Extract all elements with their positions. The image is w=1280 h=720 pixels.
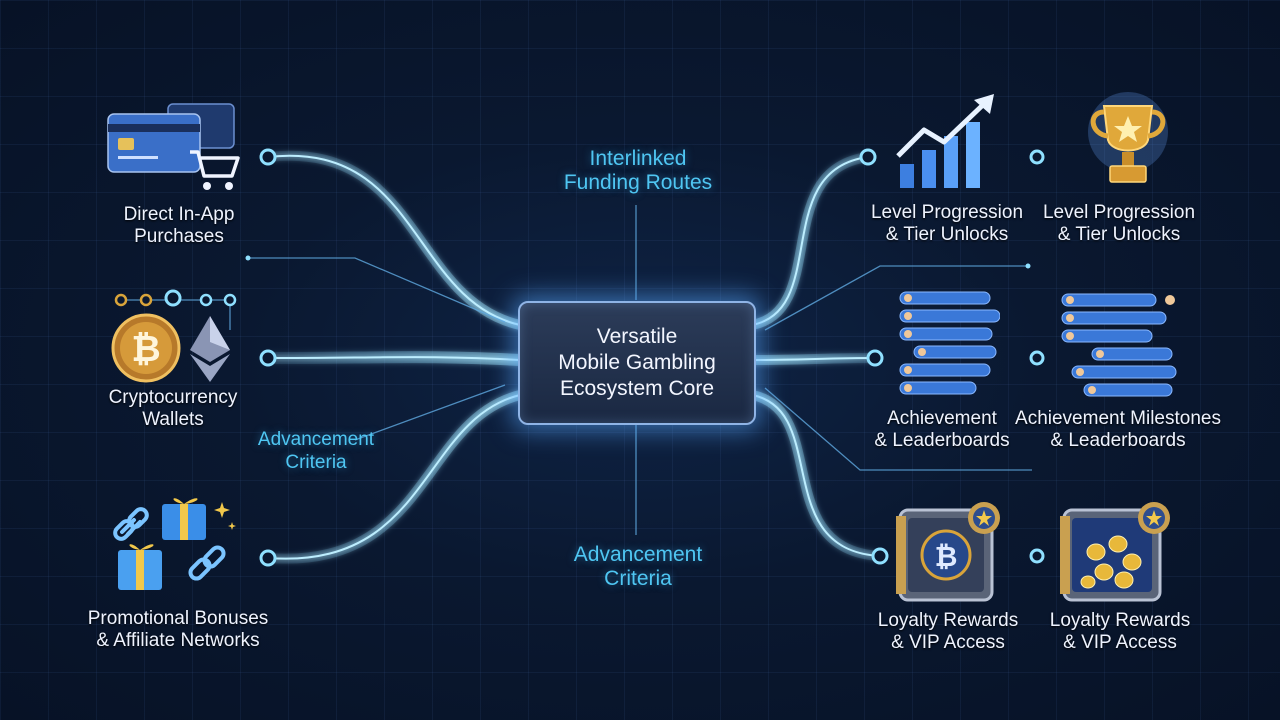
mid-caption: Advancement Criteria: [226, 428, 406, 474]
thin-line-left-lower: [354, 384, 506, 441]
node-dot-right-top-a: [859, 148, 877, 166]
left-node-label-2: Cryptocurrency Wallets: [78, 387, 268, 431]
right-node-1-line-1: Level Progression: [870, 202, 1024, 223]
right-node-6-line-1: Loyalty Rewards: [1049, 610, 1191, 631]
flow-line-left-bottom-core: [267, 394, 521, 560]
left-node-label-1: Direct In-App Purchases: [84, 204, 274, 248]
left-node-2-line-2: Wallets: [142, 409, 204, 430]
flow-line-left-middle-core: [267, 356, 521, 361]
leaderboard-list-icon-2: [1061, 293, 1177, 397]
right-node-3-line-1: Achievement: [887, 408, 997, 429]
crypto-dot-1: [114, 293, 128, 307]
core-line-1: Versatile: [596, 325, 678, 348]
junction-dot-upper: [1025, 263, 1031, 269]
right-node-label-3: Achievement & Leaderboards: [852, 408, 1032, 452]
flow-line-left-top-core: [267, 154, 521, 326]
right-node-1-line-2: & Tier Unlocks: [885, 224, 1009, 245]
flow-line-right-bottom-core: [751, 394, 881, 557]
node-dot-right-bottom-a: [871, 547, 889, 565]
right-node-label-6: Loyalty Rewards & VIP Access: [1028, 610, 1212, 654]
junction-dot-lower: [245, 255, 251, 261]
top-caption-line-1: Interlinked: [589, 147, 687, 170]
bottom-caption: Advancement Criteria: [540, 543, 736, 591]
gift-chain-icon: [113, 498, 236, 590]
vault-coins-icon: [1060, 502, 1170, 602]
left-node-1-line-2: Purchases: [134, 226, 224, 247]
thin-line-right-upper: [764, 265, 1028, 331]
thin-line-right-lower: [764, 387, 1032, 471]
top-caption: Interlinked Funding Routes: [540, 147, 736, 195]
vault-bitcoin-icon: ₿: [896, 502, 1000, 602]
right-node-4-line-2: & Leaderboards: [1050, 430, 1186, 451]
right-node-label-1: Level Progression & Tier Unlocks: [852, 202, 1042, 246]
right-node-label-2: Level Progression & Tier Unlocks: [1024, 202, 1214, 246]
right-node-label-5: Loyalty Rewards & VIP Access: [856, 610, 1040, 654]
left-node-1-line-1: Direct In-App: [123, 204, 235, 225]
crypto-dot-4: [199, 293, 213, 307]
node-dot-right-top-b: [1029, 149, 1045, 165]
right-node-5-line-2: & VIP Access: [891, 632, 1005, 653]
mid-caption-line-2: Criteria: [285, 452, 347, 473]
crypto-dot-3: [164, 289, 182, 307]
flow-line-left-top: [263, 150, 525, 330]
right-node-6-line-2: & VIP Access: [1063, 632, 1177, 653]
svg-text:₿: ₿: [131, 329, 160, 370]
flow-line-right-top-core: [751, 156, 869, 326]
crypto-dot-5: [223, 293, 237, 307]
top-caption-line-2: Funding Routes: [563, 171, 713, 194]
left-node-3-line-2: & Affiliate Networks: [96, 630, 260, 651]
credit-card-cart-icon: [107, 103, 240, 190]
flow-line-right-top: [747, 152, 873, 330]
flow-line-left-bottom: [263, 390, 525, 564]
node-dot-right-bottom-b: [1029, 548, 1045, 564]
node-dot-left-bottom: [259, 549, 277, 567]
growth-chart-icon: [896, 94, 994, 188]
node-dot-right-middle-a: [866, 349, 884, 367]
right-node-3-line-2: & Leaderboards: [874, 430, 1010, 451]
crypto-dot-2: [139, 293, 153, 307]
crypto-coins-icon: ₿: [111, 313, 230, 383]
node-dot-left-top: [259, 148, 277, 166]
flow-line-right-middle-core: [751, 357, 876, 361]
node-dot-right-middle-b: [1029, 350, 1045, 366]
core-line-2: Mobile Gambling: [558, 351, 716, 374]
node-dot-left-middle: [259, 349, 277, 367]
left-node-label-3: Promotional Bonuses & Affiliate Networks: [72, 608, 284, 652]
bottom-caption-line-2: Criteria: [604, 567, 672, 590]
core-line-3: Ecosystem Core: [559, 377, 715, 400]
left-node-2-line-1: Cryptocurrency: [108, 387, 238, 408]
ecosystem-core-box: Versatile Mobile Gambling Ecosystem Core: [518, 301, 756, 425]
right-node-4-line-1: Achievement Milestones: [1015, 408, 1221, 429]
left-node-3-line-1: Promotional Bonuses: [87, 608, 269, 629]
right-node-5-line-1: Loyalty Rewards: [877, 610, 1019, 631]
thin-line-left-upper: [248, 257, 506, 323]
leaderboard-list-icon: [899, 291, 1000, 395]
right-node-2-line-2: & Tier Unlocks: [1057, 224, 1181, 245]
bottom-caption-line-1: Advancement: [573, 543, 703, 566]
right-node-label-4: Achievement Milestones & Leaderboards: [1010, 408, 1226, 452]
trophy-icon: [1088, 92, 1168, 183]
svg-text:₿: ₿: [935, 540, 958, 573]
right-node-2-line-1: Level Progression: [1042, 202, 1196, 223]
mid-caption-line-1: Advancement: [257, 429, 375, 450]
